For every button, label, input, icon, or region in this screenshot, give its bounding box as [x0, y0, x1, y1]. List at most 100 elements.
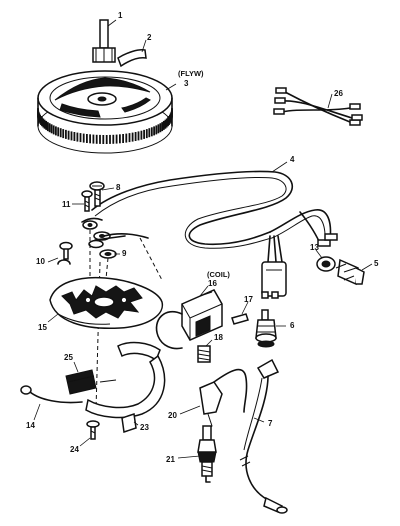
gear-tooth [42, 118, 45, 128]
gear-tooth [57, 127, 60, 137]
gear-tooth [67, 130, 70, 140]
callout-1: 1 [118, 11, 123, 20]
gear-tooth [40, 116, 42, 125]
callout-26: 26 [334, 89, 343, 98]
gear-tooth [86, 134, 88, 143]
part-17-clip [231, 313, 249, 325]
callout-8: 8 [116, 183, 121, 192]
gear-tooth [59, 128, 62, 138]
part-11-screw [81, 190, 93, 212]
gear-tooth [99, 134, 101, 144]
gear-tooth [140, 130, 143, 140]
callout-10: 10 [36, 257, 45, 266]
gear-tooth [155, 125, 158, 135]
gear-tooth [145, 129, 148, 139]
gear-tooth [164, 119, 167, 129]
gear-tooth [52, 125, 55, 135]
part-5-connector [335, 258, 365, 286]
part-15-stator [49, 276, 164, 330]
part-7-lead [239, 358, 288, 514]
callout-6: 6 [290, 321, 295, 330]
gear-tooth [153, 126, 155, 136]
part-26-harness [273, 87, 363, 126]
callout-15: 15 [38, 323, 47, 332]
callout-17: 17 [244, 295, 253, 304]
callout-20: 20 [168, 411, 177, 420]
callout-5: 5 [374, 259, 379, 268]
gear-tooth [41, 117, 43, 127]
gear-tooth [76, 132, 79, 142]
part-13-nut [316, 256, 336, 272]
gear-tooth [73, 132, 76, 141]
gear-tooth [48, 123, 51, 133]
part-1-nut [92, 19, 116, 63]
callout-21: 21 [166, 455, 175, 464]
part-24-screw [86, 420, 100, 440]
gear-tooth [119, 134, 121, 144]
gear-tooth [143, 129, 145, 139]
gear-tooth [95, 134, 98, 144]
gear-tooth [109, 134, 111, 144]
part-3-flywheel [37, 70, 173, 154]
gear-tooth [46, 122, 49, 132]
annotation-flywheel: (FLYW) [178, 69, 204, 78]
part-23-block [121, 413, 137, 433]
gear-tooth [122, 134, 124, 143]
callout-2: 2 [147, 33, 152, 42]
gear-tooth [82, 133, 85, 143]
gear-tooth [131, 132, 134, 142]
gear-tooth [102, 135, 105, 144]
gear-tooth [45, 120, 48, 130]
gear-tooth [79, 133, 82, 143]
part-2-key [117, 49, 147, 68]
part-14-lead [20, 385, 83, 404]
gear-tooth [159, 123, 162, 133]
gear-tooth [162, 120, 165, 130]
gear-tooth [43, 119, 46, 129]
callout-18: 18 [214, 333, 223, 342]
gear-tooth [134, 132, 137, 141]
callout-7: 7 [268, 419, 273, 428]
gear-tooth [148, 128, 151, 138]
gear-tooth [157, 124, 160, 134]
callout-3: 3 [184, 79, 189, 88]
callout-4: 4 [290, 155, 295, 164]
callout-24: 24 [70, 445, 79, 454]
part-16-coil [155, 289, 223, 350]
part-9-washer [99, 249, 117, 259]
callout-14: 14 [26, 421, 35, 430]
gear-tooth [89, 134, 91, 144]
part-21-spark-plug [197, 425, 217, 483]
gear-tooth [62, 129, 65, 139]
leader-lines [33, 19, 373, 459]
gear-tooth [105, 135, 108, 144]
gear-tooth [137, 131, 140, 141]
gear-tooth [92, 134, 95, 144]
part-8-screw [89, 181, 105, 207]
gear-tooth [65, 129, 67, 139]
part-10-screw [57, 241, 73, 265]
gear-tooth [161, 122, 164, 132]
gear-tooth [115, 134, 118, 144]
part-4-wire [91, 170, 338, 299]
gear-tooth [112, 134, 115, 144]
gear-tooth [128, 133, 131, 143]
annotation-coil: (COIL) [207, 270, 230, 279]
gear-tooth [50, 124, 53, 134]
callout-11: 11 [62, 200, 71, 209]
wire-terminals [81, 217, 149, 249]
gear-tooth [70, 131, 73, 141]
part-25-bracket [65, 341, 166, 419]
gear-tooth [125, 133, 128, 143]
part-18-spring [197, 345, 211, 363]
callout-16: 16 [208, 279, 217, 288]
part-6-boot [255, 309, 277, 348]
gear-tooth [150, 127, 153, 137]
gear-tooth [165, 118, 168, 128]
gear-tooth [55, 126, 57, 136]
callout-9: 9 [122, 249, 127, 258]
part-20-cap [199, 368, 248, 431]
gear-tooth [167, 117, 169, 127]
callout-23: 23 [140, 423, 149, 432]
